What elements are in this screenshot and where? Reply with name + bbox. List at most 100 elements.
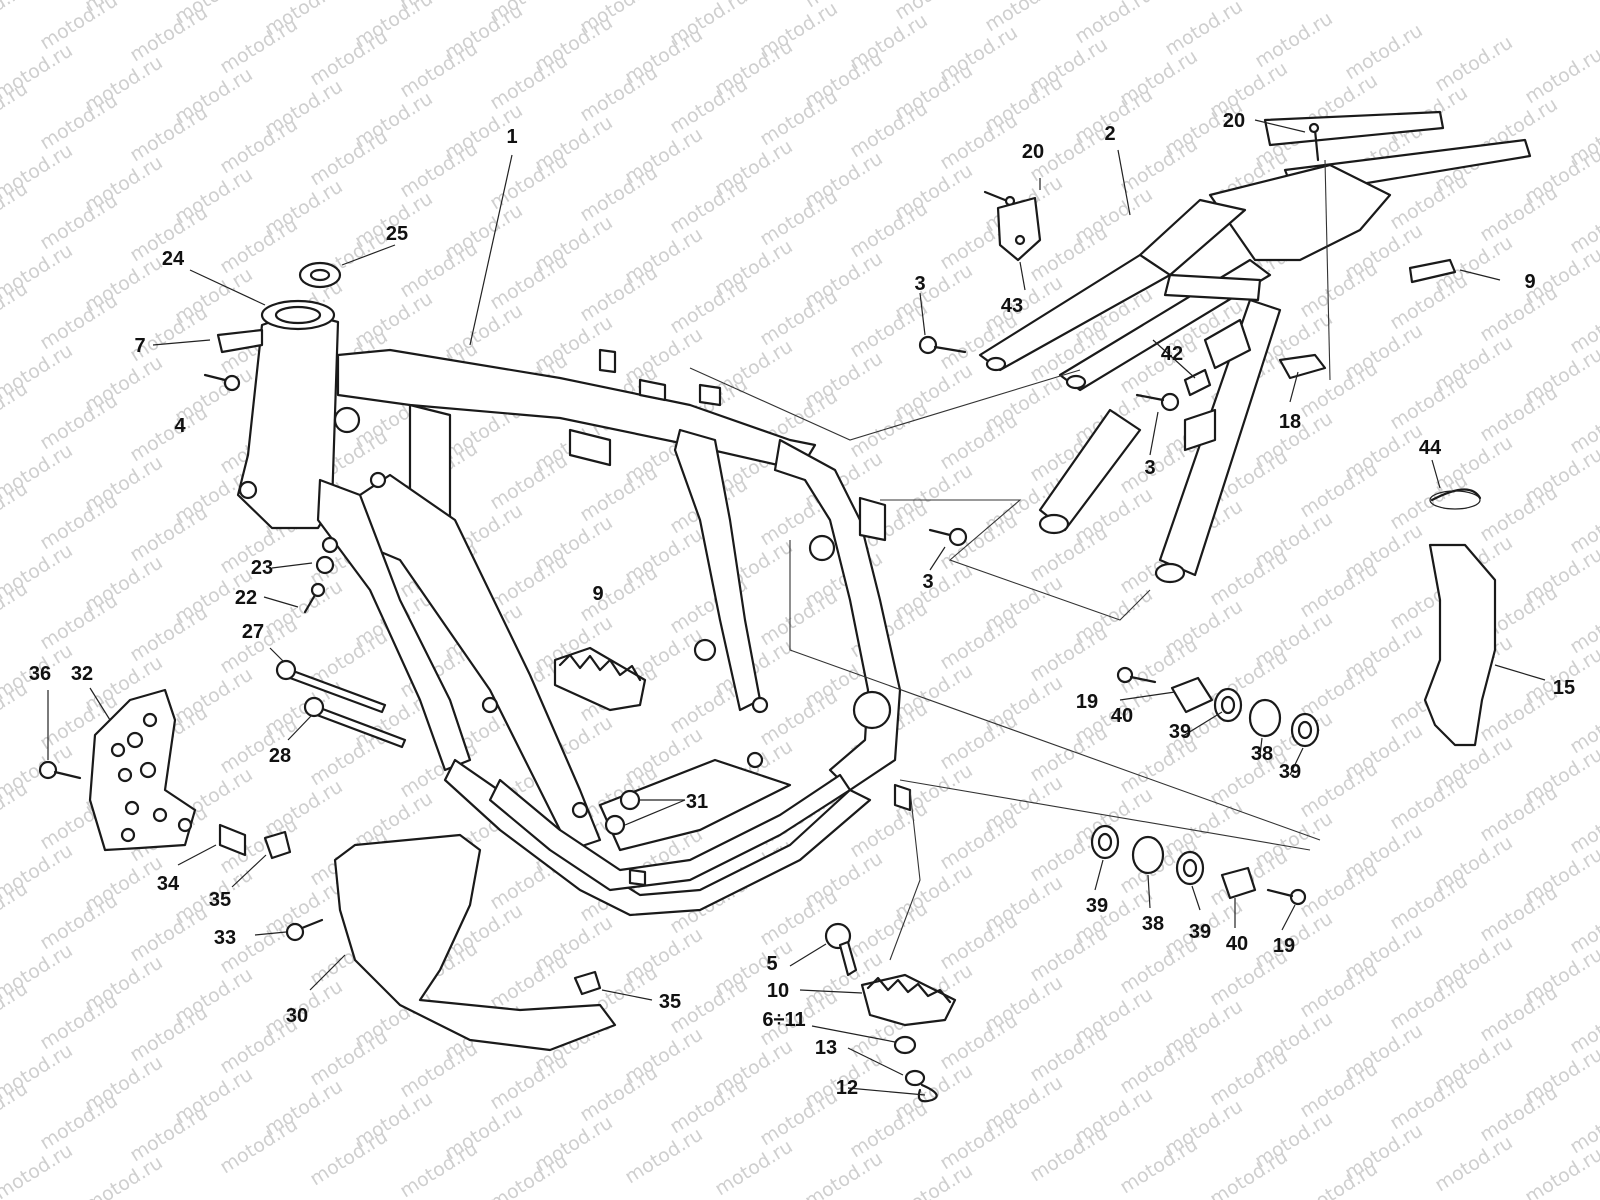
watermark-text: motod.ru (1071, 0, 1157, 48)
watermark-text: motod.ru (1206, 545, 1292, 610)
watermark-text: motod.ru (936, 909, 1022, 974)
watermark-text: motod.ru (846, 197, 932, 262)
watermark-text: motod.ru (1476, 381, 1562, 446)
watermark-text: motod.ru (1476, 781, 1562, 846)
watermark-text: motod.ru (846, 297, 932, 362)
watermark-text: motod.ru (1296, 1157, 1382, 1200)
watermark-text: motod.ru (576, 1061, 662, 1126)
callout-9: 9 (592, 583, 603, 605)
watermark-text: motod.ru (756, 585, 842, 650)
callout-38: 38 (1142, 913, 1164, 935)
watermark-text: motod.ru (936, 109, 1022, 174)
callout-22: 22 (235, 587, 257, 609)
watermark-text: motod.ru (1026, 1121, 1112, 1186)
watermark-text: motod.ru (1476, 481, 1562, 546)
watermark-text: motod.ru (936, 1009, 1022, 1074)
callout-9: 9 (1524, 271, 1535, 293)
callout-1: 1 (506, 126, 517, 148)
watermark-text: motod.ru (36, 189, 122, 254)
callout-10: 10 (767, 980, 789, 1002)
watermark-text: motod.ru (36, 489, 122, 554)
watermark-text: motod.ru (126, 1001, 212, 1066)
watermark-text: motod.ru (306, 125, 392, 190)
callout-20: 20 (1223, 110, 1245, 132)
watermark-text: motod.ru (1476, 1081, 1562, 1146)
watermark-text: motod.ru (1116, 733, 1202, 798)
watermark-text: motod.ru (126, 1, 212, 66)
watermark-text: motod.ru (711, 1135, 797, 1200)
callout-13: 13 (815, 1037, 837, 1059)
watermark-text: motod.ru (936, 509, 1022, 574)
watermark-text: motod.ru (1026, 621, 1112, 686)
watermark-text: motod.ru (936, 709, 1022, 774)
callout-15: 15 (1553, 677, 1575, 699)
callout-33: 33 (214, 927, 236, 949)
callout-36: 36 (29, 663, 51, 685)
watermark-text: motod.ru (36, 0, 122, 54)
watermark-text: motod.ru (216, 13, 302, 78)
watermark-text: motod.ru (756, 685, 842, 750)
watermark-text: motod.ru (126, 601, 212, 666)
watermark-text: motod.ru (1296, 457, 1382, 522)
callout-19: 19 (1076, 691, 1098, 713)
callout-27: 27 (242, 621, 264, 643)
watermark-text: motod.ru (396, 1037, 482, 1102)
watermark-text: motod.ru (1431, 1131, 1517, 1196)
watermark-text: motod.ru (936, 609, 1022, 674)
watermark-text: motod.ru (756, 185, 842, 250)
watermark-text: motod.ru (1476, 981, 1562, 1046)
callout-5: 5 (766, 953, 777, 975)
watermark-text: motod.ru (36, 389, 122, 454)
callout-44: 44 (1419, 437, 1442, 459)
watermark-text: motod.ru (1476, 181, 1562, 246)
watermark-text: motod.ru (486, 1049, 572, 1114)
callout-24: 24 (162, 248, 185, 270)
watermark-text: motod.ru (1116, 1133, 1202, 1198)
watermark-text: motod.ru (666, 1073, 752, 1138)
watermark-text: motod.ru (36, 1089, 122, 1154)
watermark-text: motod.ru (576, 161, 662, 226)
watermark-text: motod.ru (936, 809, 1022, 874)
watermark-text: motod.ru (1296, 657, 1382, 722)
watermark-text: motod.ru (621, 1123, 707, 1188)
callout-31: 31 (686, 791, 708, 813)
watermark-text: motod.ru (846, 1097, 932, 1162)
watermark-text: motod.ru (1476, 281, 1562, 346)
watermark-text: motod.ru (1161, 0, 1247, 60)
watermark-text: motod.ru (666, 73, 752, 138)
watermark-text: motod.ru (1116, 133, 1202, 198)
watermark-text: motod.ru (216, 1113, 302, 1178)
callout-32: 32 (71, 663, 93, 685)
callout-3: 3 (922, 571, 933, 593)
watermark-text: motod.ru (1431, 31, 1517, 96)
watermark-text: motod.ru (486, 949, 572, 1014)
watermark-text: motod.ru (36, 989, 122, 1054)
watermark-text: motod.ru (576, 261, 662, 326)
callout-6-11: 6÷11 (762, 1009, 805, 1031)
callout-42: 42 (1161, 343, 1183, 365)
watermark-text: motod.ru (756, 285, 842, 350)
watermark-text: motod.ru (486, 549, 572, 614)
callout-19: 19 (1273, 935, 1295, 957)
watermark-text: motod.ru (486, 49, 572, 114)
watermark-text: motod.ru (126, 101, 212, 166)
callout-3: 3 (914, 273, 925, 295)
watermark-text: motod.ru (1341, 19, 1427, 84)
watermark-text: motod.ru (486, 1149, 572, 1200)
watermark-text: motod.ru (1251, 7, 1337, 72)
watermark-text: motod.ru (1386, 769, 1472, 834)
watermark-text: motod.ru (576, 561, 662, 626)
watermark-text: motod.ru (1296, 857, 1382, 922)
watermark-text: motod.ru (1386, 369, 1472, 434)
watermark-text: motod.ru (36, 889, 122, 954)
watermark-text: motod.ru (1116, 1033, 1202, 1098)
callout-4: 4 (174, 415, 186, 437)
watermark-text: motod.ru (126, 501, 212, 566)
watermark-text: motod.ru (1296, 957, 1382, 1022)
watermark-text: motod.ru (216, 113, 302, 178)
watermark-text: motod.ru (756, 85, 842, 150)
watermark-text: motod.ru (1521, 43, 1600, 108)
watermark-text: motod.ru (396, 137, 482, 202)
watermark-text: motod.ru (396, 37, 482, 102)
watermark-text: motod.ru (666, 173, 752, 238)
